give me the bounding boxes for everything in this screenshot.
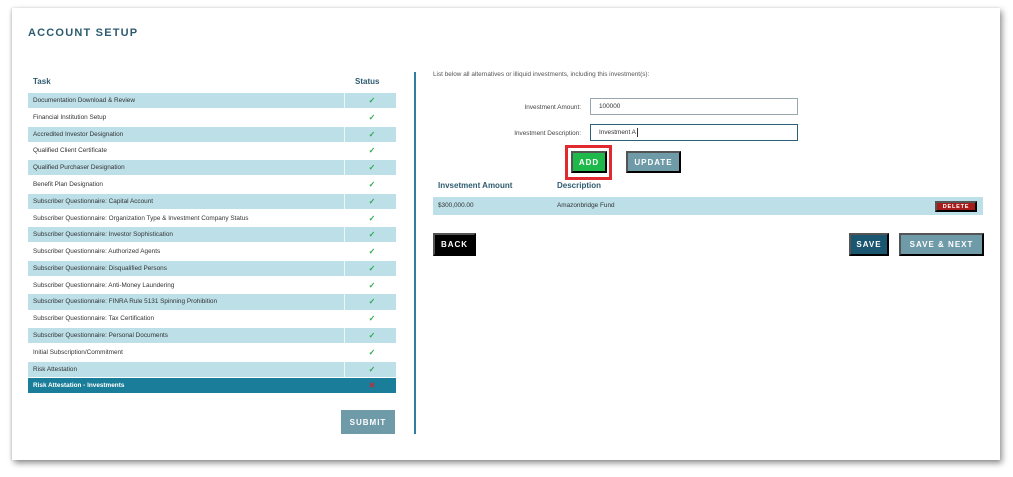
task-row[interactable]: Initial Subscription/Commitment ✓ — [28, 344, 396, 360]
task-row[interactable]: Subscriber Questionnaire: Authorized Age… — [28, 244, 396, 260]
complete-check-icon: ✓ — [368, 297, 376, 307]
task-row[interactable]: Subscriber Questionnaire: Disqualified P… — [28, 260, 396, 276]
task-row[interactable]: Financial Institution Setup ✓ — [28, 109, 396, 125]
task-row[interactable]: Qualified Client Certificate ✓ — [28, 143, 396, 159]
task-label: Qualified Client Certificate — [33, 147, 107, 155]
save-button[interactable]: SAVE — [849, 233, 889, 256]
task-label: Subscriber Questionnaire: Capital Accoun… — [33, 197, 154, 205]
complete-check-icon: ✓ — [368, 180, 376, 189]
complete-check-icon: ✓ — [368, 314, 376, 324]
complete-check-icon: ✓ — [368, 196, 376, 206]
task-label: Subscriber Questionnaire: FINRA Rule 513… — [33, 298, 218, 306]
task-label: Risk Attestation — [33, 365, 78, 373]
task-label: Subscriber Questionnaire: Authorized Age… — [33, 248, 161, 256]
status-separator — [344, 227, 345, 243]
task-row[interactable]: Risk Attestation - Investments ✕ — [28, 378, 396, 394]
task-row[interactable]: Benefit Plan Designation ✓ — [28, 176, 396, 193]
task-label: Documentation Download & Review — [33, 97, 135, 105]
task-row[interactable]: Subscriber Questionnaire: Personal Docum… — [28, 327, 396, 344]
status-separator — [344, 260, 345, 276]
task-column-header: Task — [33, 77, 51, 86]
investment-amount-column-header: Invsetment Amount — [438, 181, 513, 190]
complete-check-icon: ✓ — [368, 129, 376, 139]
status-separator — [344, 361, 345, 377]
complete-check-icon: ✓ — [368, 263, 376, 273]
task-row[interactable]: Subscriber Questionnaire: Capital Accoun… — [28, 193, 396, 209]
add-button-highlight — [565, 145, 612, 180]
back-button[interactable]: BACK — [433, 233, 476, 256]
complete-check-icon: ✓ — [368, 247, 376, 257]
complete-check-icon: ✓ — [368, 96, 376, 106]
task-row[interactable]: Documentation Download & Review ✓ — [28, 93, 396, 109]
complete-check-icon: ✓ — [368, 280, 376, 290]
task-row[interactable]: Subscriber Questionnaire: Anti-Money Lau… — [28, 277, 396, 293]
investment-amount-value: 100000 — [599, 103, 621, 110]
task-label: Qualified Purchaser Designation — [33, 164, 125, 172]
task-row[interactable]: Subscriber Questionnaire: Tax Certificat… — [28, 311, 396, 327]
complete-check-icon: ✓ — [368, 213, 376, 223]
investment-row-description: Amazonbridge Fund — [557, 202, 615, 209]
investments-instructions: List below all alternatives or illiquid … — [433, 71, 650, 78]
investment-description-label: Investment Description: — [514, 130, 581, 137]
task-row[interactable]: Subscriber Questionnaire: FINRA Rule 513… — [28, 294, 396, 310]
task-label: Subscriber Questionnaire: Tax Certificat… — [33, 315, 155, 323]
status-column-header: Status — [355, 77, 380, 86]
page-title: ACCOUNT SETUP — [28, 27, 139, 39]
task-row[interactable]: Risk Attestation ✓ — [28, 361, 396, 377]
complete-check-icon: ✓ — [368, 331, 376, 341]
task-row[interactable]: Subscriber Questionnaire: Organization T… — [28, 210, 396, 226]
complete-check-icon: ✓ — [368, 230, 376, 240]
investment-description-value: Investment A — [599, 129, 636, 136]
investment-row-amount: $300,000.00 — [438, 202, 474, 209]
save-and-next-button[interactable]: SAVE & NEXT — [899, 233, 984, 256]
add-button[interactable]: ADD — [571, 151, 607, 173]
complete-check-icon: ✓ — [368, 146, 376, 156]
status-separator — [344, 294, 345, 310]
task-label: Initial Subscription/Commitment — [33, 348, 123, 356]
text-caret — [636, 128, 638, 137]
task-list: Documentation Download & Review✓Financia… — [28, 93, 396, 395]
status-separator — [344, 193, 345, 209]
status-separator — [344, 93, 345, 109]
complete-check-icon: ✓ — [368, 364, 376, 374]
task-label: Risk Attestation - Investments — [33, 382, 125, 390]
status-separator — [344, 126, 345, 142]
task-label: Subscriber Questionnaire: Anti-Money Lau… — [33, 281, 175, 289]
task-label: Financial Institution Setup — [33, 113, 107, 121]
status-separator — [344, 327, 345, 344]
task-label: Subscriber Questionnaire: Organization T… — [33, 214, 249, 222]
task-label: Subscriber Questionnaire: Investor Sophi… — [33, 231, 173, 239]
task-label: Subscriber Questionnaire: Personal Docum… — [33, 332, 168, 340]
description-column-header: Description — [557, 181, 602, 190]
panel-divider — [414, 72, 416, 434]
status-separator — [344, 160, 345, 176]
investment-amount-label: Investment Amount: — [524, 104, 581, 111]
task-row[interactable]: Subscriber Questionnaire: Investor Sophi… — [28, 227, 396, 243]
complete-check-icon: ✓ — [368, 347, 376, 357]
investment-description-input[interactable]: Investment A — [590, 124, 798, 141]
task-label: Subscriber Questionnaire: Disqualified P… — [33, 264, 167, 272]
task-label: Benefit Plan Designation — [33, 181, 103, 188]
incomplete-icon: ✕ — [368, 381, 376, 391]
complete-check-icon: ✓ — [368, 112, 376, 122]
task-row[interactable]: Accredited Investor Designation ✓ — [28, 126, 396, 142]
task-row[interactable]: Qualified Purchaser Designation ✓ — [28, 160, 396, 176]
task-label: Accredited Investor Designation — [33, 130, 124, 138]
investment-row: $300,000.00 Amazonbridge Fund DELETE — [433, 197, 983, 215]
investment-amount-input[interactable]: 100000 — [590, 98, 798, 115]
delete-button[interactable]: DELETE — [935, 201, 977, 212]
complete-check-icon: ✓ — [368, 163, 376, 173]
submit-button[interactable]: SUBMIT — [341, 410, 395, 434]
update-button[interactable]: UPDATE — [626, 151, 681, 173]
